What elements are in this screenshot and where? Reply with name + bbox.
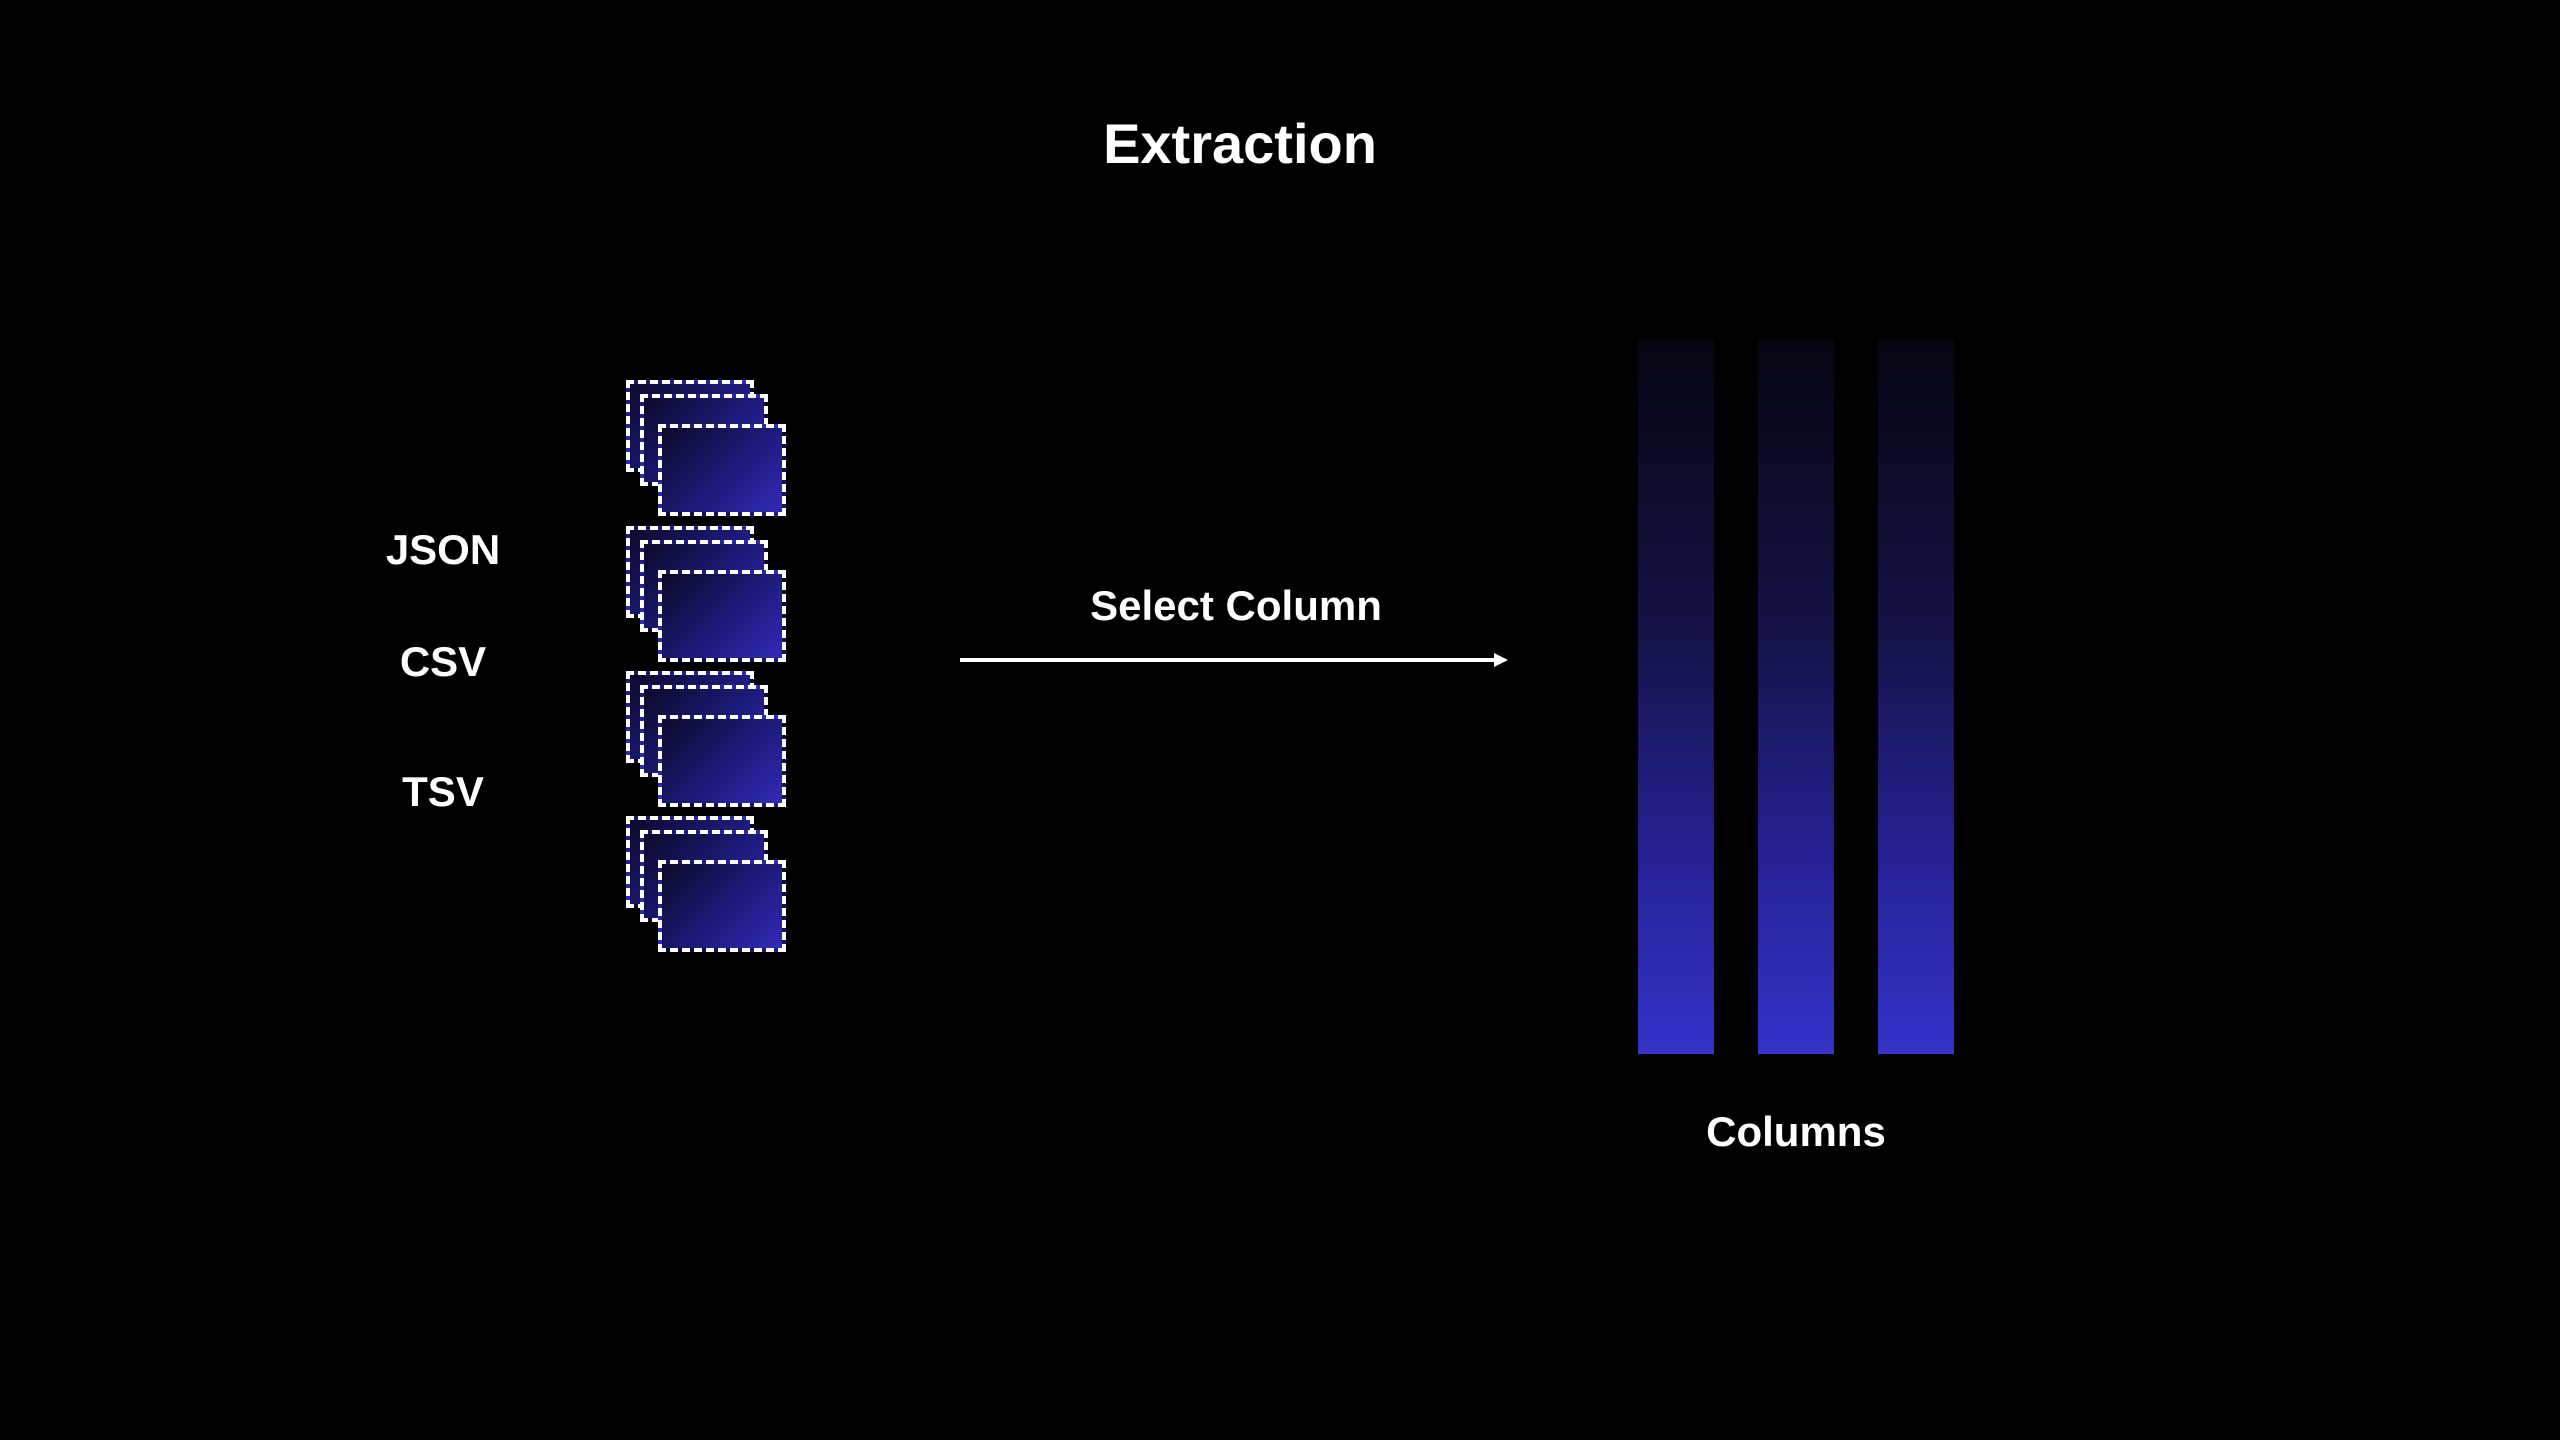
arrow-label: Select Column xyxy=(1090,582,1382,629)
file-card xyxy=(658,570,786,662)
column-bar xyxy=(1758,340,1834,1054)
file-card xyxy=(658,715,786,807)
file-stack xyxy=(626,526,798,674)
format-label-tsv: TSV xyxy=(402,768,484,815)
diagram-title: Extraction xyxy=(1103,112,1377,175)
right-arrow-icon xyxy=(960,653,1508,667)
format-label-json: JSON xyxy=(385,526,501,573)
file-stack xyxy=(626,380,798,528)
file-card xyxy=(658,424,786,516)
file-stack xyxy=(626,671,798,819)
format-label-csv: CSV xyxy=(399,638,487,685)
column-bar xyxy=(1878,340,1954,1054)
file-card xyxy=(658,860,786,952)
columns-label: Columns xyxy=(1706,1108,1886,1155)
column-bar xyxy=(1638,340,1714,1054)
file-stack xyxy=(626,816,798,964)
